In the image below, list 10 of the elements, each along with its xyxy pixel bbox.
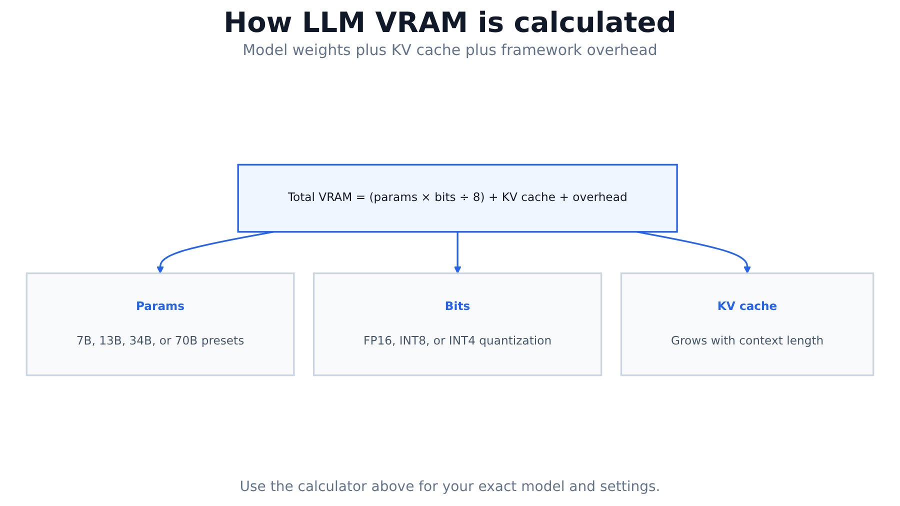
node-box: Params 7B, 13B, 34B, or 70B presets — [26, 272, 295, 376]
arrow — [156, 231, 274, 274]
arrow — [454, 232, 462, 274]
subtitle: Model weights plus KV cache plus framework overhead — [242, 40, 658, 60]
node-box: KV cache Grows with context length — [620, 272, 874, 376]
diagram-title: How LLM VRAM is calculated — [224, 6, 676, 40]
node-box: Total VRAM = (params × bits ÷ 8) + KV cache + overhead — [237, 164, 678, 233]
arrow — [636, 231, 751, 274]
node-box: Bits FP16, INT8, or INT4 quantization — [312, 272, 602, 376]
caption: Use the calculator above for your exact model and settings. — [240, 478, 660, 496]
